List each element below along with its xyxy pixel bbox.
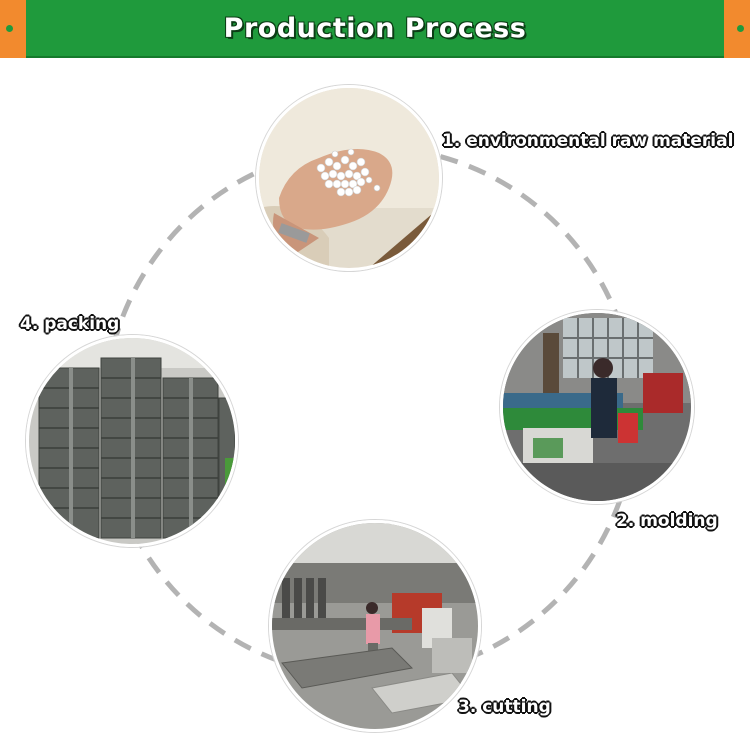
molding-image-icon xyxy=(503,313,691,501)
raw-material-image-icon xyxy=(259,88,439,268)
step-label-cutting: 3. cutting xyxy=(458,697,551,717)
packing-photo xyxy=(26,335,238,547)
step-label-raw-material: 1. environmental raw material xyxy=(442,131,734,151)
banner-left-dot xyxy=(6,25,13,32)
step-label-molding: 2. molding xyxy=(616,511,718,531)
banner-right-dot xyxy=(737,25,744,32)
cutting-photo xyxy=(269,520,481,732)
header-banner-background: Production Process xyxy=(0,0,750,58)
header-banner: Production Process xyxy=(6,0,744,58)
page-title: Production Process xyxy=(223,12,527,44)
step-label-packing: 4. packing xyxy=(20,314,120,334)
molding-photo xyxy=(500,310,694,504)
cutting-image-icon xyxy=(272,523,478,729)
raw-material-photo xyxy=(256,85,442,271)
packing-image-icon xyxy=(29,338,235,544)
